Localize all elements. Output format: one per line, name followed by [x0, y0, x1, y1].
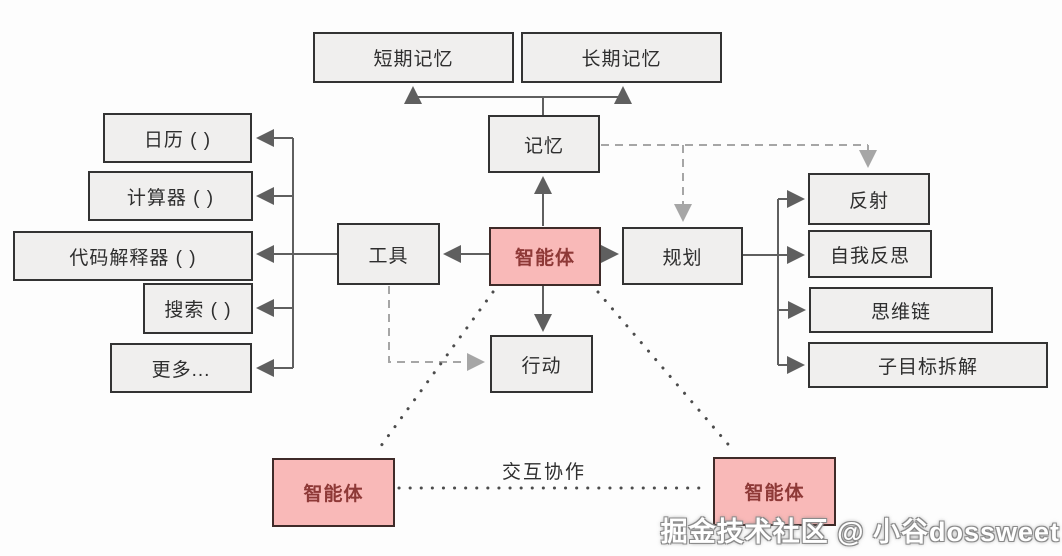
node-agent-center: 智能体 [489, 227, 601, 286]
node-tools: 工具 [337, 223, 440, 285]
edge-memory-branch-line [413, 96, 623, 115]
edge-agent-to-left-agent-dotted [376, 290, 495, 452]
watermark-text: 掘金技术社区 @ 小谷dossweet [660, 517, 1060, 547]
node-code-interpreter-tool: 代码解释器 ( ) [13, 231, 253, 281]
node-memory: 记忆 [488, 115, 600, 173]
node-calendar-tool: 日历 ( ) [103, 113, 252, 163]
edge-tools-dashed-to-action [388, 286, 485, 371]
node-more-tools: 更多... [110, 343, 252, 393]
node-self-reflection: 自我反思 [808, 230, 932, 278]
node-agent-bottom-left: 智能体 [272, 458, 395, 527]
node-search-tool: 搜索 ( ) [143, 283, 253, 334]
edge-planning-trunk [743, 199, 779, 365]
node-reflection: 反射 [808, 173, 930, 225]
node-chain-of-thought: 思维链 [809, 287, 993, 333]
node-calculator-tool: 计算器 ( ) [88, 171, 253, 221]
node-agent-bottom-right: 智能体 [713, 457, 836, 526]
node-action: 行动 [490, 335, 593, 393]
node-subgoal-decomposition: 子目标拆解 [808, 342, 1048, 388]
node-short-term-memory: 短期记忆 [313, 32, 514, 83]
edge-agent-to-right-agent-dotted [596, 290, 735, 452]
node-planning: 规划 [622, 227, 743, 285]
node-long-term-memory: 长期记忆 [521, 32, 722, 83]
collaboration-edge-label: 交互协作 [501, 462, 586, 483]
edge-tools-trunk [292, 138, 337, 368]
